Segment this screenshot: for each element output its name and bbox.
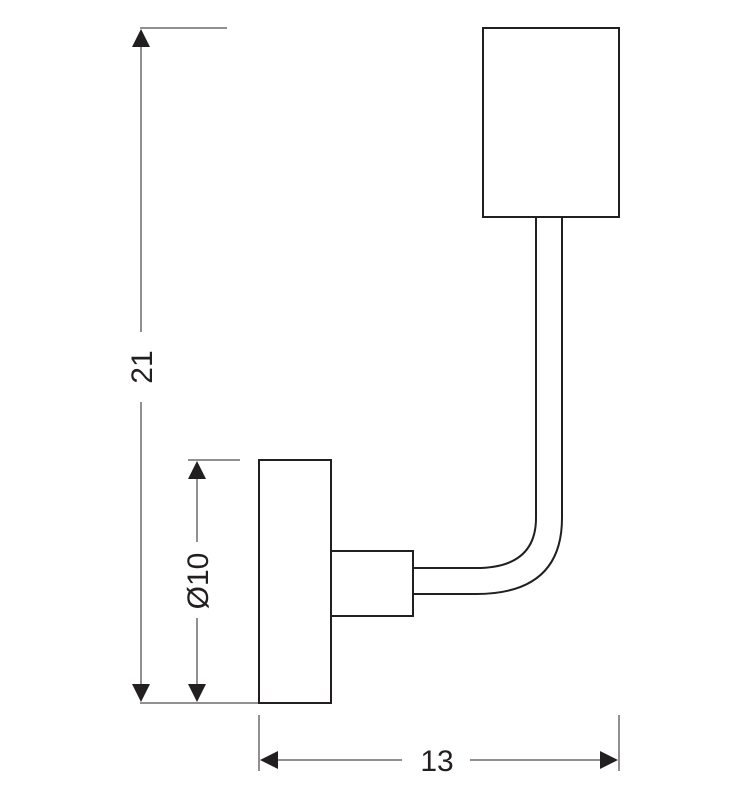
base-diameter-dimension: Ø10 (182, 459, 240, 704)
lamp-arm (412, 216, 563, 595)
height-dimension: 21 (126, 27, 259, 704)
height-arrow-top (132, 29, 150, 47)
width-arrow-right (600, 751, 618, 769)
width-arrow-left (260, 751, 278, 769)
lamp-shade (482, 27, 620, 218)
arm-joint (330, 550, 414, 617)
diameter-arrow-bottom (188, 684, 206, 702)
diameter-dimension-label: Ø10 (182, 553, 215, 610)
height-dimension-label: 21 (126, 350, 159, 383)
width-dimension: 13 (258, 715, 620, 778)
diameter-arrow-top (188, 461, 206, 479)
wall-mount-base (258, 459, 332, 704)
height-arrow-bottom (132, 684, 150, 702)
width-dimension-label: 13 (420, 745, 453, 778)
